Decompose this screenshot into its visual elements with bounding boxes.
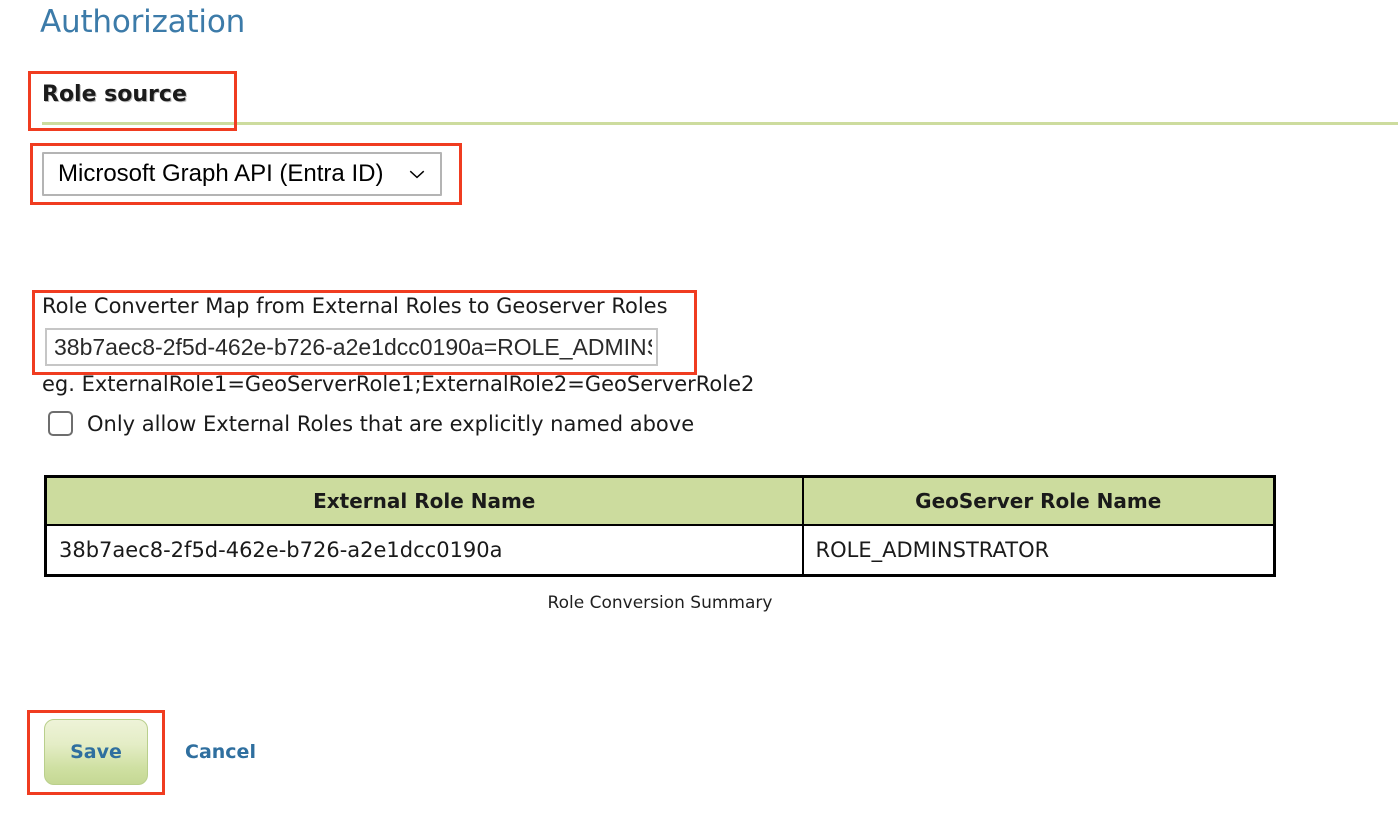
section-divider — [42, 122, 1398, 125]
table-row: 38b7aec8-2f5d-462e-b726-a2e1dcc0190a ROL… — [44, 524, 1276, 577]
role-converter-map-label: Role Converter Map from External Roles t… — [42, 294, 668, 318]
section-heading-role-source: Role source — [42, 82, 187, 107]
only-allow-external-roles-label: Only allow External Roles that are expli… — [87, 411, 695, 436]
chevron-down-icon — [409, 170, 425, 179]
page-title: Authorization — [40, 4, 246, 40]
cancel-link[interactable]: Cancel — [185, 741, 256, 763]
role-source-select[interactable]: Microsoft Graph API (Entra ID) — [42, 152, 442, 196]
table-caption: Role Conversion Summary — [547, 593, 773, 613]
role-converter-map-input[interactable] — [45, 328, 658, 366]
cell-external-role-name: 38b7aec8-2f5d-462e-b726-a2e1dcc0190a — [44, 524, 804, 577]
role-source-selected-value: Microsoft Graph API (Entra ID) — [58, 160, 384, 187]
column-header-geoserver-role-name: GeoServer Role Name — [801, 475, 1276, 526]
role-conversion-summary-table: External Role Name GeoServer Role Name 3… — [44, 475, 1276, 577]
table-header-row: External Role Name GeoServer Role Name — [44, 475, 1276, 526]
cell-geoserver-role-name: ROLE_ADMINSTRATOR — [801, 524, 1276, 577]
only-allow-external-roles-checkbox[interactable] — [48, 411, 73, 436]
save-button[interactable]: Save — [44, 719, 148, 785]
role-converter-map-hint: eg. ExternalRole1=GeoServerRole1;Externa… — [42, 372, 755, 396]
only-allow-external-roles-row[interactable]: Only allow External Roles that are expli… — [48, 411, 694, 436]
column-header-external-role-name: External Role Name — [44, 475, 804, 526]
